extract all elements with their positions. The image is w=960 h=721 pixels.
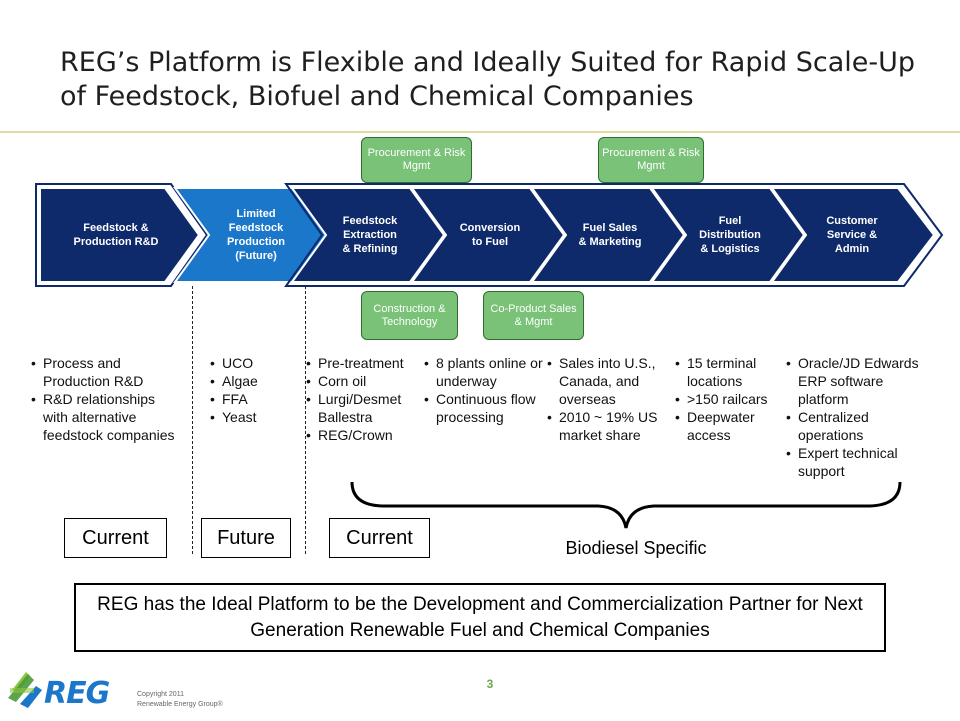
- reg-logo: REG: [4, 660, 134, 716]
- chevron-label-2: Limited Feedstock Production (Future): [226, 208, 286, 262]
- bullet-item: 15 terminal locations: [675, 354, 785, 390]
- bullets-column-5: Sales into U.S., Canada, and overseas 20…: [547, 354, 673, 444]
- chevron-group-1-border: [35, 183, 209, 287]
- bullet-item: FFA: [210, 390, 290, 408]
- bullet-item: Algae: [210, 372, 290, 390]
- dashed-separator-1: [192, 286, 193, 554]
- bullet-item: Sales into U.S., Canada, and overseas: [547, 354, 673, 408]
- chevron-fuel-distribution: [650, 187, 806, 283]
- chevron-group-3-border: [284, 183, 944, 287]
- bullet-item: Yeast: [210, 408, 290, 426]
- chevron-customer-service: [770, 187, 936, 283]
- copyright-line-2: Renewable Energy Group®: [137, 701, 223, 708]
- bullet-item: Corn oil: [306, 372, 422, 390]
- chevron-label-3: Feedstock Extraction & Refining: [342, 215, 398, 255]
- reg-logo-text: REG: [44, 676, 110, 711]
- copyright: Copyright 2011 Renewable Energy Group®: [137, 690, 223, 710]
- bullet-item: Expert technical support: [786, 444, 930, 480]
- bullet-item: R&D relationships with alternative feeds…: [31, 390, 181, 444]
- reg-logo-mark: [8, 672, 42, 708]
- pill-co-product-sales: Co-Product Sales & Mgmt: [483, 291, 584, 340]
- bullet-item: UCO: [210, 354, 290, 372]
- page-number: 3: [486, 677, 494, 691]
- callout-box: REG has the Ideal Platform to be the Dev…: [74, 583, 886, 652]
- bullet-item: Deepwater access: [675, 408, 785, 444]
- bullet-item: Centralized operations: [786, 408, 930, 444]
- tag-current-1: Current: [64, 518, 167, 558]
- slide-title: REG’s Platform is Flexible and Ideally S…: [60, 47, 915, 112]
- biodiesel-specific-label: Biodiesel Specific: [565, 538, 707, 558]
- title-underline: [0, 131, 960, 133]
- chevron-label-5: Fuel Sales & Marketing: [578, 222, 642, 248]
- bullet-item: Process and Production R&D: [31, 354, 181, 390]
- bullet-item: Oracle/JD Edwards ERP software platform: [786, 354, 930, 408]
- bullets-column-2: UCO Algae FFA Yeast: [210, 354, 290, 426]
- pill-construction-technology: Construction & Technology: [361, 291, 458, 340]
- bullets-column-6: 15 terminal locations >150 railcars Deep…: [675, 354, 785, 444]
- chevron-label-1: Feedstock & Production R&D: [73, 222, 159, 248]
- tag-future: Future: [201, 518, 291, 558]
- bullet-item: Pre-treatment: [306, 354, 422, 372]
- chevron-feedstock-production-rd: [39, 187, 201, 283]
- value-chain-diagram: [35, 183, 944, 287]
- copyright-line-1: Copyright 2011: [137, 691, 184, 698]
- pill-procurement-risk-2: Procurement & Risk Mgmt: [598, 137, 704, 183]
- bullet-item: 2010 ~ 19% US market share: [547, 408, 673, 444]
- bullets-column-4: 8 plants online or underway Continuous f…: [424, 354, 548, 426]
- pill-procurement-risk-1: Procurement & Risk Mgmt: [361, 137, 472, 183]
- chevron-label-6: Fuel Distribution & Logistics: [699, 215, 761, 255]
- chevron-feedstock-extraction: [290, 187, 446, 283]
- biodiesel-brace: [350, 481, 902, 529]
- bullet-item: Lurgi/Desmet Ballestra: [306, 390, 422, 426]
- chevron-label-7: Customer Service & Admin: [826, 215, 878, 255]
- bullet-item: >150 railcars: [675, 390, 785, 408]
- bullets-column-7: Oracle/JD Edwards ERP software platform …: [786, 354, 930, 480]
- bullet-item: Continuous flow processing: [424, 390, 548, 426]
- bullet-item: REG/Crown: [306, 426, 422, 444]
- chevron-fuel-sales: [530, 187, 686, 283]
- bullets-column-1: Process and Production R&D R&D relations…: [31, 354, 181, 444]
- chevron-conversion-to-fuel: [410, 187, 566, 283]
- tag-current-2: Current: [329, 518, 430, 558]
- chevron-label-4: Conversion to Fuel: [459, 222, 521, 248]
- bullets-column-3: Pre-treatment Corn oil Lurgi/Desmet Ball…: [306, 354, 422, 444]
- bullet-item: 8 plants online or underway: [424, 354, 548, 390]
